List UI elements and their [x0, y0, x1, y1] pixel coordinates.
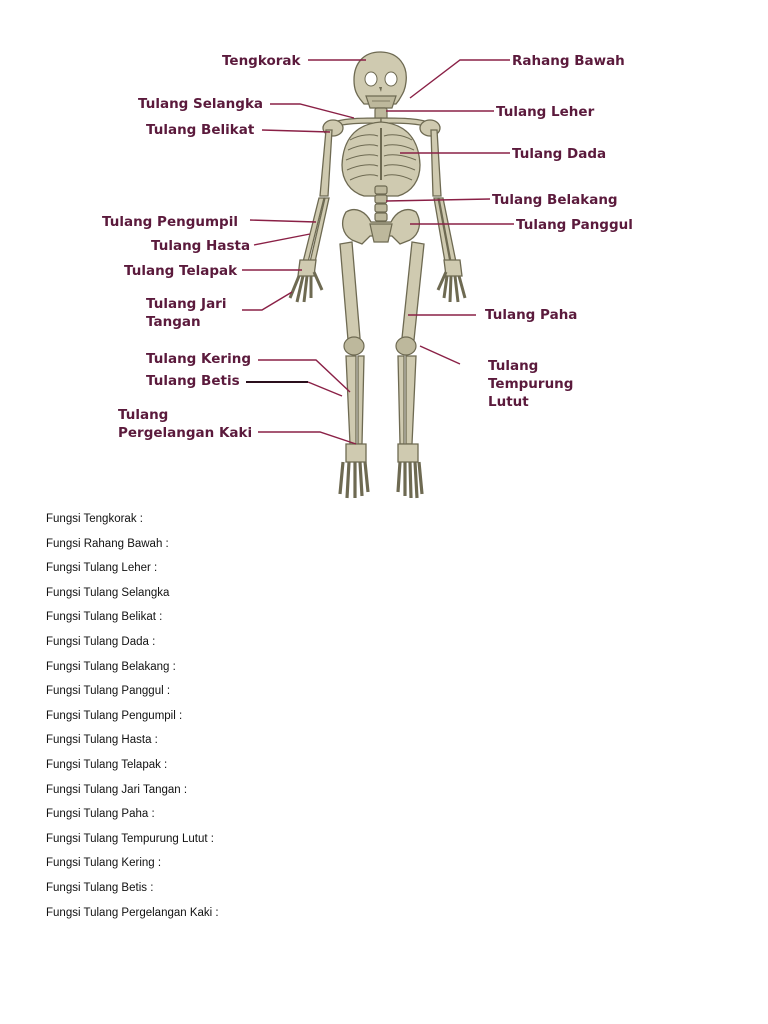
label-pergelangan-line2: Pergelangan Kaki [118, 425, 252, 441]
label-rahang-bawah: Rahang Bawah [512, 53, 625, 69]
fungsi-item: Fungsi Tulang Paha : [46, 808, 155, 821]
label-tulang-leher: Tulang Leher [496, 104, 595, 120]
label-arrows [242, 59, 514, 445]
fungsi-item: Fungsi Tulang Betis : [46, 881, 154, 894]
label-tulang-jari-line2: Tangan [146, 314, 201, 330]
label-tempurung-line1: Tulang [488, 358, 538, 374]
label-tulang-pengumpil: Tulang Pengumpil [102, 214, 238, 230]
fungsi-item: Fungsi Tulang Selangka [46, 586, 170, 599]
label-tulang-hasta: Tulang Hasta [151, 238, 250, 254]
label-pergelangan-line1: Tulang [118, 407, 168, 423]
fungsi-item: Fungsi Tulang Belakang : [46, 660, 176, 673]
label-tempurung-line2: Tempurung [488, 376, 573, 392]
label-tulang-jari-line1: Tulang Jari [146, 296, 226, 312]
fungsi-item: Fungsi Tulang Pengumpil : [46, 709, 183, 722]
fungsi-item: Fungsi Tulang Panggul : [46, 685, 171, 698]
label-tulang-telapak: Tulang Telapak [124, 263, 238, 279]
fungsi-item: Fungsi Tulang Telapak : [46, 758, 168, 771]
fungsi-item: Fungsi Tulang Leher : [46, 562, 158, 575]
label-tulang-paha: Tulang Paha [485, 307, 577, 323]
fungsi-item: Fungsi Tulang Hasta : [46, 734, 158, 747]
fungsi-item: Fungsi Tulang Jari Tangan : [46, 783, 188, 796]
label-tengkorak: Tengkorak [222, 53, 302, 69]
label-tulang-selangka: Tulang Selangka [138, 96, 263, 112]
label-tulang-belikat: Tulang Belikat [146, 122, 255, 138]
fungsi-item: Fungsi Rahang Bawah : [46, 537, 169, 550]
label-tulang-panggul: Tulang Panggul [516, 217, 633, 233]
skeleton-diagram: Tengkorak Rahang Bawah Tulang Selangka T… [102, 51, 633, 499]
fungsi-item: Fungsi Tulang Tempurung Lutut : [46, 832, 214, 845]
label-tulang-kering: Tulang Kering [146, 351, 251, 367]
skeleton-figure [288, 51, 467, 499]
label-tulang-belakang: Tulang Belakang [492, 192, 618, 208]
fungsi-item: Fungsi Tulang Kering : [46, 857, 162, 870]
label-tulang-betis: Tulang Betis [146, 373, 240, 389]
fungsi-item: Fungsi Tulang Belikat : [46, 611, 163, 624]
fungsi-item: Fungsi Tulang Pergelangan Kaki : [46, 906, 219, 919]
bone-labels: Tengkorak Rahang Bawah Tulang Selangka T… [102, 53, 633, 441]
fungsi-item: Fungsi Tulang Dada : [46, 635, 156, 648]
label-tempurung-line3: Lutut [488, 394, 529, 410]
fungsi-item: Fungsi Tengkorak : [46, 513, 143, 525]
label-tulang-dada: Tulang Dada [512, 146, 606, 162]
fungsi-list: Fungsi Tengkorak : Fungsi Rahang Bawah :… [46, 507, 219, 925]
